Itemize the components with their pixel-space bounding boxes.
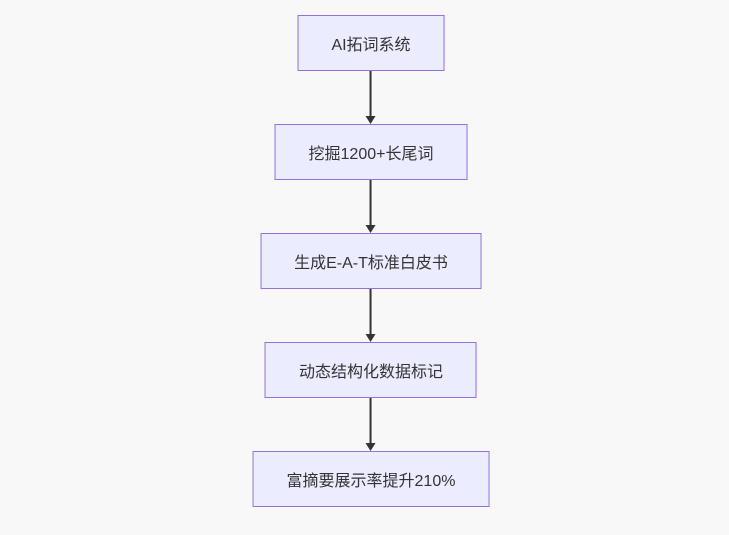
edge-n2-n3 (364, 180, 378, 233)
arrow-down-icon (366, 443, 376, 451)
edge-n3-n4 (364, 289, 378, 342)
flowchart: AI拓词系统 挖掘1200+长尾词 生成E-A-T标准白皮书 动态结构化数据标记… (252, 15, 490, 507)
edge-line (370, 398, 372, 445)
arrow-down-icon (366, 116, 376, 124)
node-ai-keyword-system: AI拓词系统 (297, 15, 445, 71)
edge-line (370, 180, 372, 227)
arrow-down-icon (366, 225, 376, 233)
arrow-down-icon (366, 334, 376, 342)
node-structured-data-markup: 动态结构化数据标记 (264, 342, 477, 398)
edge-line (370, 289, 372, 336)
node-longtail-mining: 挖掘1200+长尾词 (274, 124, 468, 180)
node-eat-whitepaper: 生成E-A-T标准白皮书 (260, 233, 482, 289)
edge-n1-n2 (364, 71, 378, 124)
node-rich-snippet-uplift: 富摘要展示率提升210% (252, 451, 490, 507)
edge-n4-n5 (364, 398, 378, 451)
edge-line (370, 71, 372, 118)
